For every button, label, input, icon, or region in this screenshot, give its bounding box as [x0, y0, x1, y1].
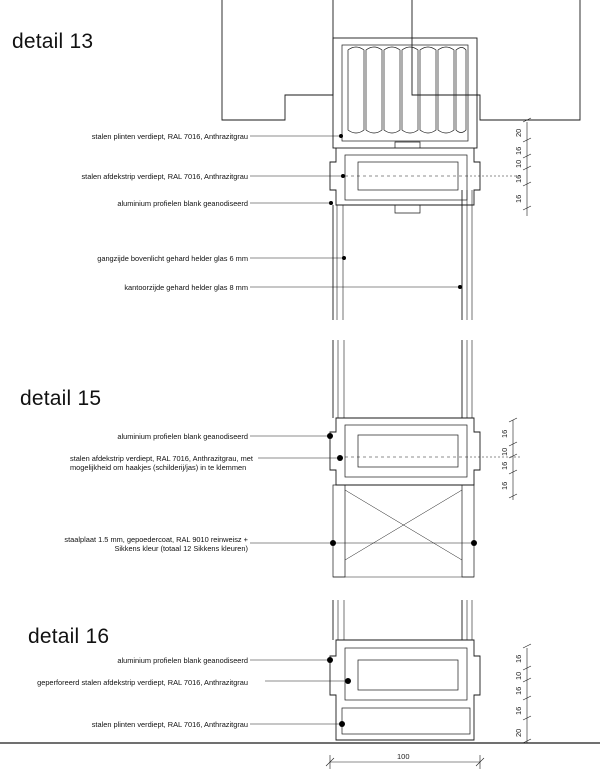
callout-13-aluminium: aluminium profielen blank geanodiseerd [117, 199, 248, 208]
ceiling-outline [221, 0, 334, 121]
callout-16-aluminium: aluminium profielen blank geanodiseerd [117, 656, 248, 665]
callout-15-afdekstrip-line2: mogelijkheid om haakjes (schilderij/jas)… [70, 463, 247, 472]
dim-16-20: 20 [514, 729, 523, 737]
steel-panel-15 [332, 484, 346, 578]
callout-15-staalplaat-line1: staalplaat 1.5 mm, gepoedercoat, RAL 901… [64, 535, 248, 544]
dim-16-width: 100 [397, 752, 410, 761]
mullion-profile-15 [329, 417, 481, 486]
callout-13-plinten: stalen plinten verdiept, RAL 7016, Anthr… [91, 132, 248, 141]
dim-16-16a: 16 [514, 655, 523, 663]
callout-13-glas-8mm: kantoorzijde gehard helder glas 8 mm [124, 283, 248, 292]
callout-16-plinten: stalen plinten verdiept, RAL 7016, Anthr… [91, 720, 248, 729]
dim-15-16b: 16 [500, 462, 509, 470]
base-profile-16 [329, 639, 481, 741]
dim-15-16c: 16 [500, 482, 509, 490]
dim-16-16b: 16 [514, 687, 523, 695]
dim-15-10: 10 [500, 448, 509, 456]
dim-13-20: 20 [514, 129, 523, 137]
dim-13-16b: 16 [514, 175, 523, 183]
dim-13-10: 10 [514, 160, 523, 168]
dim-13-16a: 16 [514, 147, 523, 155]
detail-15-title: detail 15 [20, 387, 102, 410]
callout-15-staalplaat-line2: Sikkens kleur (totaal 12 Sikkens kleuren… [114, 544, 248, 553]
callout-13-glas-6mm: gangzijde bovenlicht gehard helder glas … [97, 254, 248, 263]
detail-13-title: detail 13 [12, 30, 94, 53]
callout-15-afdekstrip-line1: stalen afdekstrip verdiept, RAL 7016, An… [70, 454, 253, 463]
dim-13-16c: 16 [514, 195, 523, 203]
insulation-13 [347, 46, 467, 134]
dim-16-16c: 16 [514, 707, 523, 715]
dim-16-10: 10 [514, 672, 523, 680]
head-profile-13 [332, 37, 478, 149]
callout-16-geperforeerd: geperforeerd stalen afdekstrip verdiept,… [37, 678, 248, 687]
detail-16-title: detail 16 [28, 625, 110, 648]
transom-profile-13 [329, 148, 481, 206]
dim-15-16a: 16 [500, 430, 509, 438]
callout-15-aluminium: aluminium profielen blank geanodiseerd [117, 432, 248, 441]
callout-13-afdekstrip: stalen afdekstrip verdiept, RAL 7016, An… [81, 172, 248, 181]
